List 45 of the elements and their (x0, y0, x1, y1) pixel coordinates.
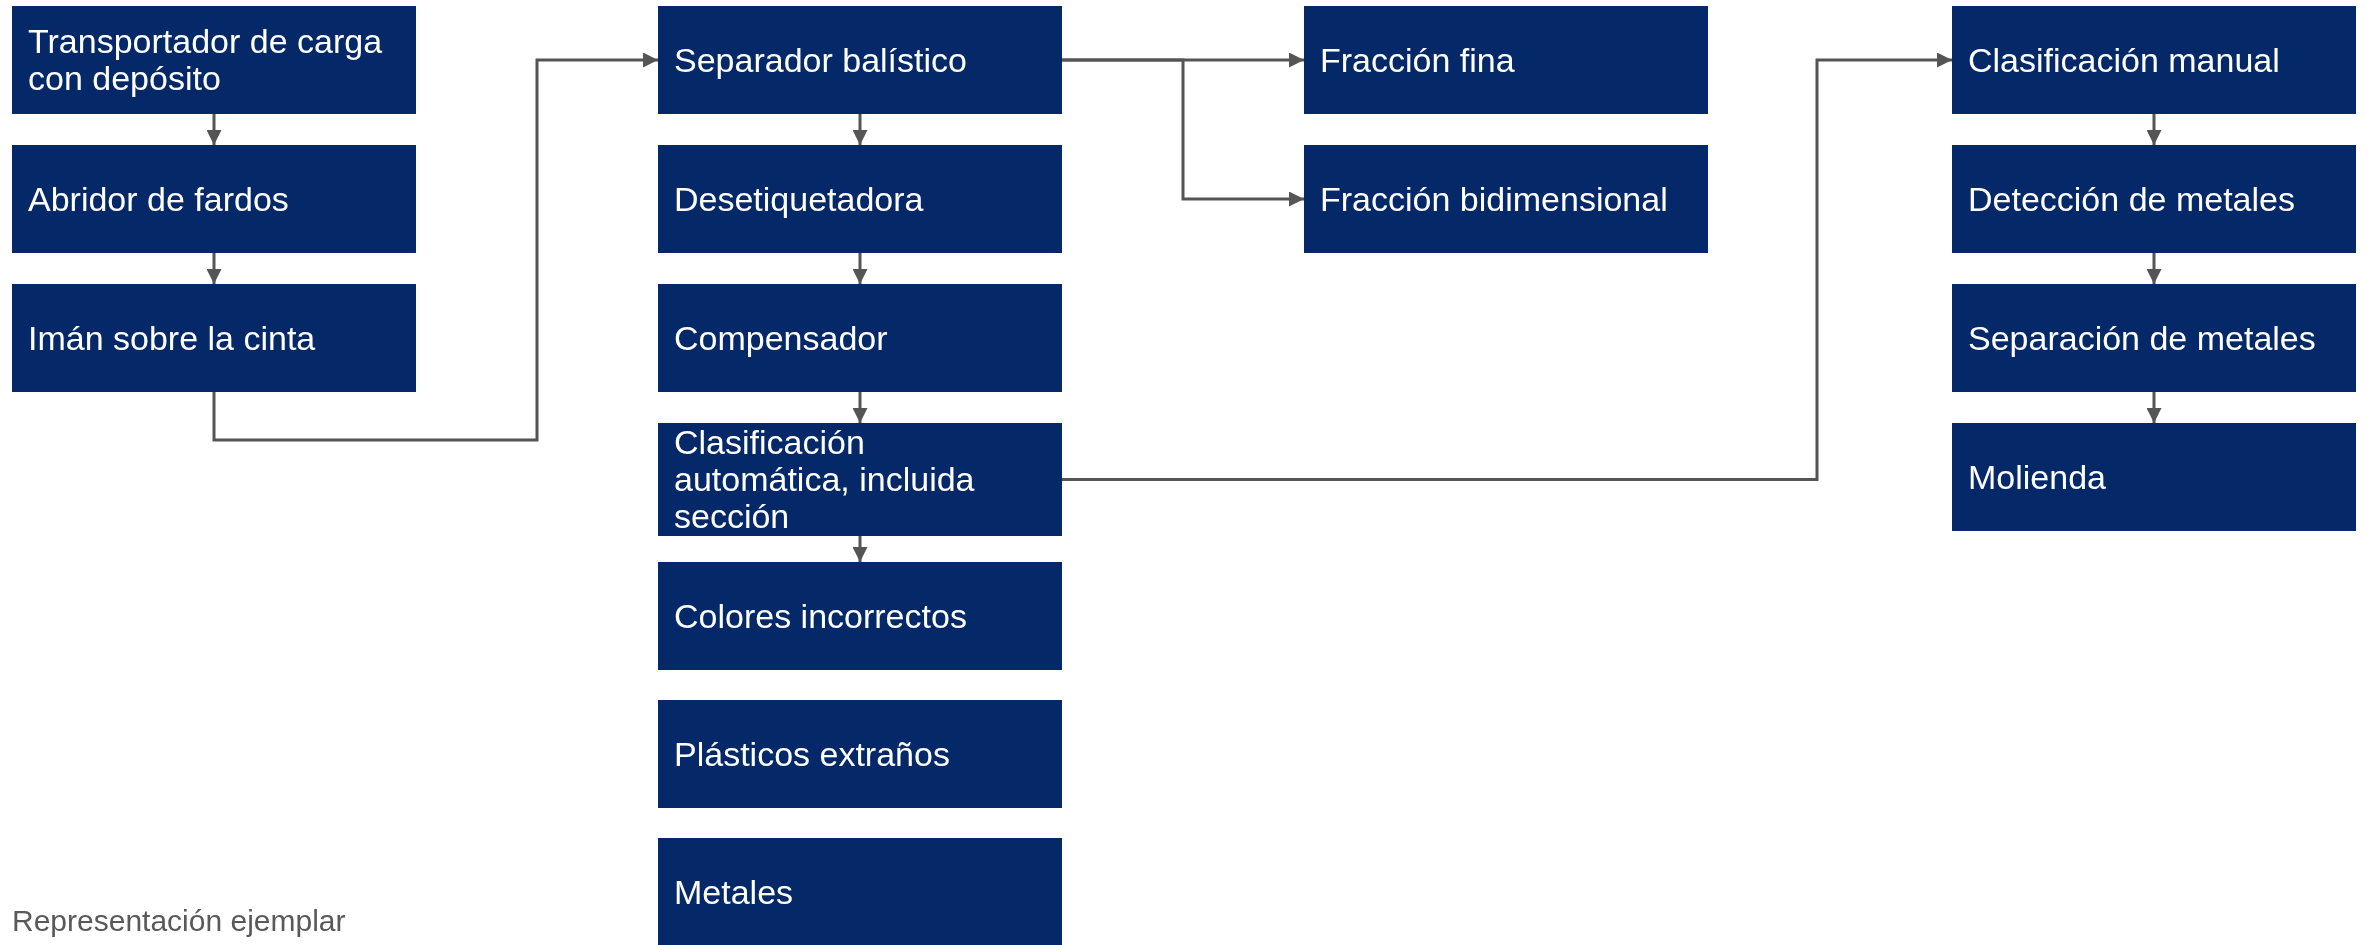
arrow (2146, 253, 2162, 284)
process-box (658, 6, 1062, 114)
arrow (2146, 392, 2162, 423)
arrow (852, 536, 868, 562)
step-label: Desetiquetadora (674, 180, 925, 218)
process-box (658, 700, 1062, 808)
step-label: Imán sobre la cinta (28, 319, 317, 357)
step-label: Abridor de fardos (28, 180, 290, 218)
process-box (1952, 145, 2356, 253)
process-box (12, 145, 416, 253)
step-label: Compensador (674, 319, 889, 357)
process-box (1952, 423, 2356, 531)
process-box (658, 838, 1062, 945)
step-label: Transportador de carga con depósito (28, 23, 384, 97)
step-label: Plásticos extraños (674, 735, 951, 773)
arrow (852, 253, 868, 284)
arrow (852, 114, 868, 145)
process-box (12, 6, 416, 114)
arrow (212, 52, 658, 442)
step-label: Clasificación manual (1968, 41, 2281, 79)
process-box (658, 145, 1062, 253)
process-box (1304, 6, 1708, 114)
step-label: Detección de metales (1968, 180, 2296, 218)
process-box (658, 562, 1062, 670)
process-box (658, 423, 1062, 536)
step-label: Separación de metales (1968, 319, 2317, 357)
footnote: Representación ejemplar (12, 904, 346, 938)
arrow (1062, 52, 1952, 481)
step-label: Molienda (1968, 458, 2107, 496)
arrow (206, 253, 222, 284)
step-label: Separador balístico (674, 41, 968, 79)
process-box (1952, 284, 2356, 392)
step-label: Colores incorrectos (674, 597, 968, 635)
process-box (1952, 6, 2356, 114)
process-box (658, 284, 1062, 392)
process-box (12, 284, 416, 392)
arrow (1062, 58, 1304, 207)
step-label: Fracción bidimensional (1320, 180, 1669, 218)
step-label: Metales (674, 873, 795, 911)
arrow (2146, 114, 2162, 145)
step-label: Clasificación automática, incluida sección (674, 424, 976, 535)
process-box (1304, 145, 1708, 253)
arrow (852, 392, 868, 423)
step-label: Fracción fina (1320, 41, 1516, 79)
arrow (206, 114, 222, 145)
